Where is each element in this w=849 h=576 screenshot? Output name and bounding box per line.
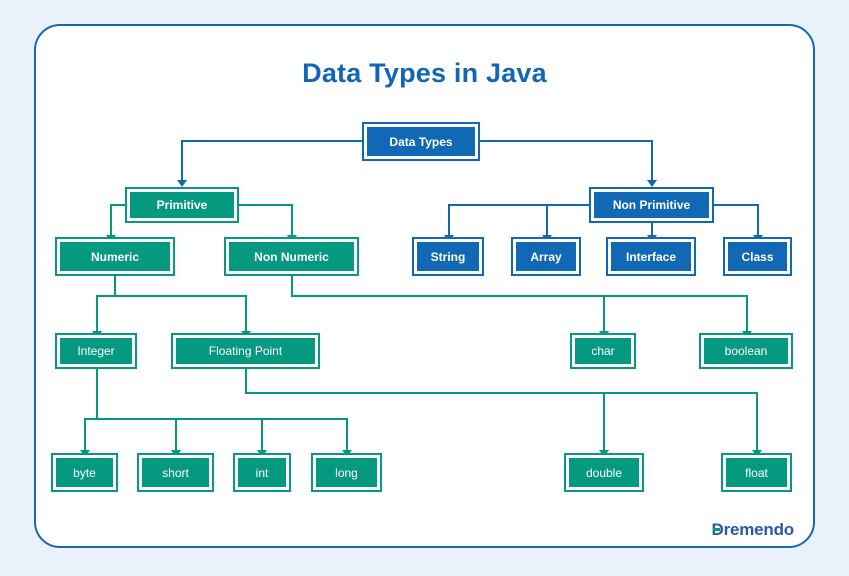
node-char[interactable]: char <box>570 333 636 369</box>
node-interface[interactable]: Interface <box>606 237 696 276</box>
connector-nonprimitive-to-class <box>757 204 759 237</box>
connector-floating-to-double <box>603 392 605 452</box>
node-numeric[interactable]: Numeric <box>55 237 175 276</box>
arrow-to-float <box>752 450 762 457</box>
connector-nonprimitive-left-bus <box>448 204 593 206</box>
connector-root-left-drop <box>181 140 183 182</box>
page-title: Data Types in Java <box>302 58 547 88</box>
node-string[interactable]: String <box>412 237 484 276</box>
connector-root-right-drop <box>651 140 653 182</box>
arrow-to-int <box>257 450 267 457</box>
node-floating-point[interactable]: Floating Point <box>171 333 320 369</box>
arrow-to-double <box>599 450 609 457</box>
node-primitive[interactable]: Primitive <box>125 187 239 223</box>
connector-nonprimitive-to-string <box>448 204 450 237</box>
node-integer[interactable]: Integer <box>55 333 137 369</box>
connector-numeric-stem <box>114 274 116 296</box>
connector-integer-stem <box>96 367 98 419</box>
connector-integer-to-byte <box>84 418 86 452</box>
logo-accent-dash <box>712 528 720 531</box>
connector-numeric-to-integer <box>96 295 98 333</box>
connector-nonnumeric-bus <box>291 295 748 297</box>
node-boolean[interactable]: boolean <box>699 333 793 369</box>
node-short[interactable]: short <box>137 453 214 492</box>
connector-nonnumeric-stem <box>291 274 293 296</box>
connector-nonnumeric-to-char <box>603 295 605 333</box>
arrow-to-boolean <box>742 331 752 338</box>
arrow-to-string <box>444 235 454 242</box>
arrow-to-char <box>599 331 609 338</box>
arrow-to-integer <box>92 331 102 338</box>
connector-nonprimitive-to-interface <box>651 221 653 237</box>
connector-integer-to-int <box>261 418 263 452</box>
connector-primitive-left <box>110 204 129 206</box>
connector-numeric-to-floating <box>245 295 247 333</box>
arrow-to-long <box>342 450 352 457</box>
brand-logo: Dremendo <box>711 520 795 540</box>
connector-integer-to-long <box>346 418 348 452</box>
connector-floating-stem <box>245 367 247 393</box>
arrow-to-interface <box>647 235 657 242</box>
arrow-to-class <box>753 235 763 242</box>
node-byte[interactable]: byte <box>51 453 118 492</box>
arrow-to-non-numeric <box>287 235 297 242</box>
connector-nonprimitive-to-array <box>546 204 548 237</box>
node-data-types[interactable]: Data Types <box>362 122 480 161</box>
connector-integer-bus <box>84 418 348 420</box>
arrow-to-non-primitive <box>647 180 657 187</box>
connector-primitive-left-drop <box>110 204 112 237</box>
node-class[interactable]: Class <box>723 237 792 276</box>
node-long[interactable]: long <box>311 453 382 492</box>
arrow-to-numeric <box>106 235 116 242</box>
arrow-to-floating-point <box>241 331 251 338</box>
connector-numeric-bus <box>96 295 247 297</box>
arrow-to-byte <box>80 450 90 457</box>
connector-integer-to-short <box>175 418 177 452</box>
connector-nonnumeric-to-boolean <box>746 295 748 333</box>
connector-nonprimitive-right-bus <box>710 204 759 206</box>
connector-primitive-right-drop <box>291 204 293 237</box>
connector-primitive-right <box>235 204 293 206</box>
logo-text: Dremendo <box>711 520 795 539</box>
node-non-primitive[interactable]: Non Primitive <box>589 187 714 223</box>
node-float[interactable]: float <box>721 453 792 492</box>
arrow-to-array <box>542 235 552 242</box>
connector-floating-to-float <box>756 392 758 452</box>
arrow-to-short <box>171 450 181 457</box>
node-double[interactable]: double <box>564 453 644 492</box>
node-non-numeric[interactable]: Non Numeric <box>224 237 359 276</box>
arrow-to-primitive <box>177 180 187 187</box>
node-int[interactable]: int <box>233 453 291 492</box>
node-array[interactable]: Array <box>511 237 581 276</box>
connector-floating-bus <box>245 392 758 394</box>
